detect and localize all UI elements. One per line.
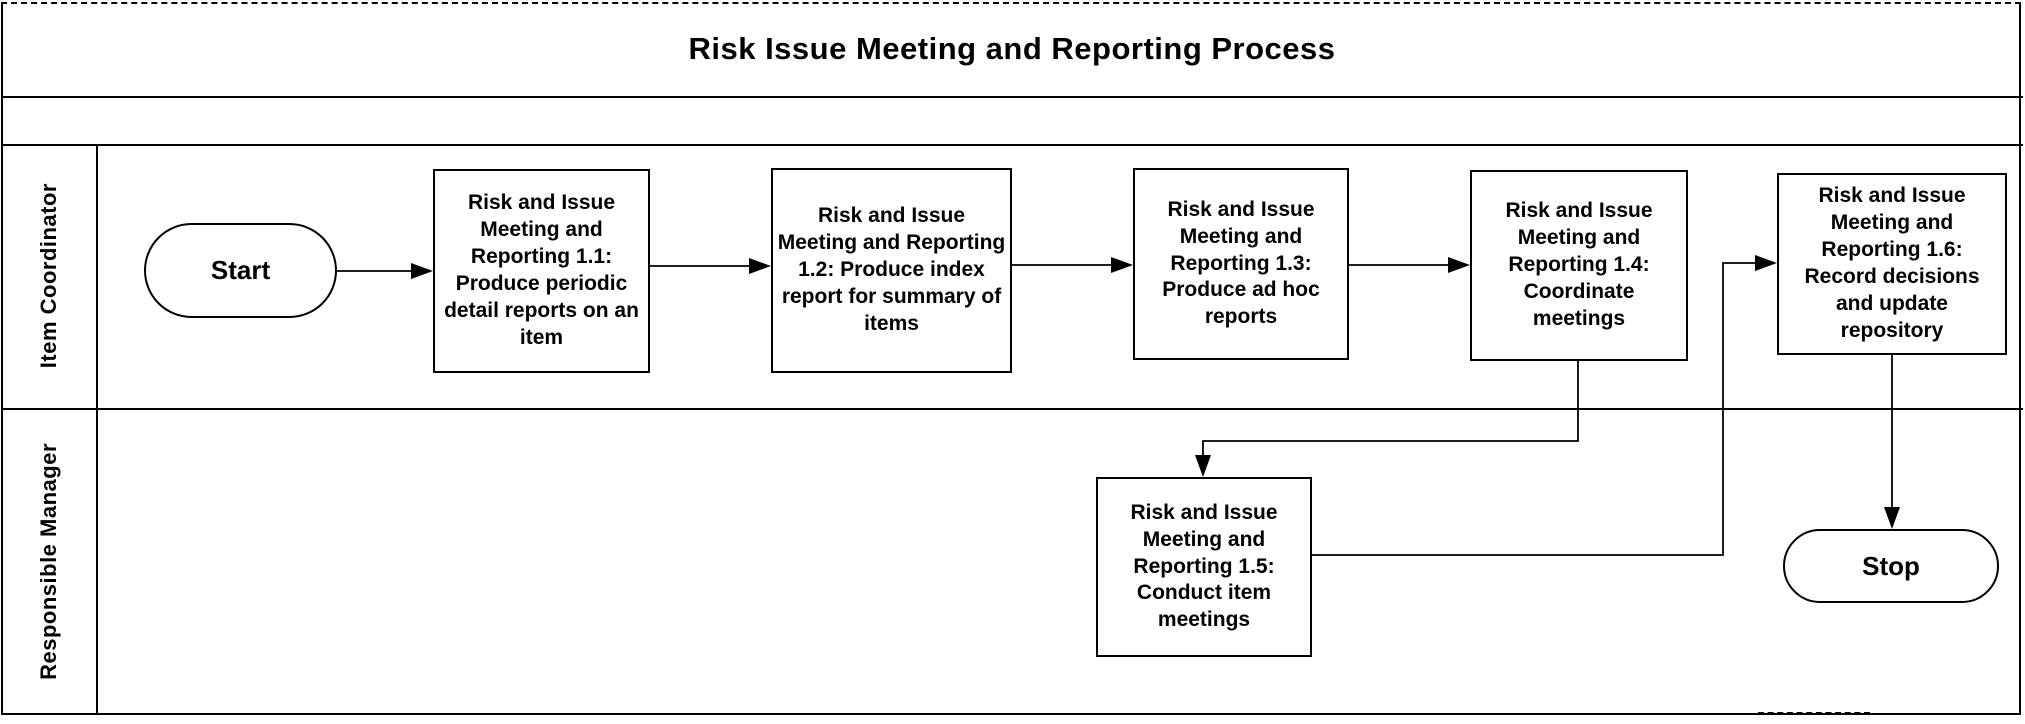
process-box-1-5: Risk and Issue Meeting and Reporting 1.5…	[1096, 477, 1312, 657]
process-box-1-3: Risk and Issue Meeting and Reporting 1.3…	[1133, 168, 1349, 360]
process-box-label: Risk and Issue Meeting and Reporting 1.1…	[444, 191, 639, 349]
bottom-dashed-artifact	[1758, 712, 1870, 714]
process-box-label: Risk and Issue Meeting and Reporting 1.5…	[1130, 500, 1278, 632]
title-divider-line	[1, 96, 2023, 98]
lane-label-column-divider	[96, 144, 98, 715]
start-label: Start	[210, 255, 271, 285]
process-box-1-1: Risk and Issue Meeting and Reporting 1.1…	[433, 169, 650, 373]
title-band: Risk Issue Meeting and Reporting Process	[1, 2, 2023, 96]
process-box-1-4: Risk and Issue Meeting and Reporting 1.4…	[1470, 170, 1688, 361]
process-box-label: Risk and Issue Meeting and Reporting 1.2…	[777, 204, 1006, 335]
stop-terminator: Stop	[1783, 529, 1999, 603]
process-box-label: Risk and Issue Meeting and Reporting 1.4…	[1505, 199, 1653, 330]
stop-label: Stop	[1862, 550, 1920, 581]
start-terminator: Start	[144, 223, 337, 318]
process-box-label: Risk and Issue Meeting and Reporting 1.3…	[1162, 197, 1320, 329]
swimlane-label-responsible-manager: Responsible Manager	[1, 408, 96, 715]
header-band-divider-line	[1, 144, 2023, 146]
page-title: Risk Issue Meeting and Reporting Process	[688, 31, 1336, 66]
process-box-1-6: Risk and Issue Meeting and Reporting 1.6…	[1777, 173, 2007, 355]
process-box-1-2: Risk and Issue Meeting and Reporting 1.2…	[771, 168, 1012, 373]
swimlane-label-text: Responsible Manager	[35, 443, 61, 680]
process-box-label: Risk and Issue Meeting and Reporting 1.6…	[1804, 184, 1980, 342]
lane-divider-line	[1, 408, 2023, 410]
swimlane-label-item-coordinator: Item Coordinator	[1, 144, 96, 408]
swimlane-label-text: Item Coordinator	[35, 183, 61, 369]
